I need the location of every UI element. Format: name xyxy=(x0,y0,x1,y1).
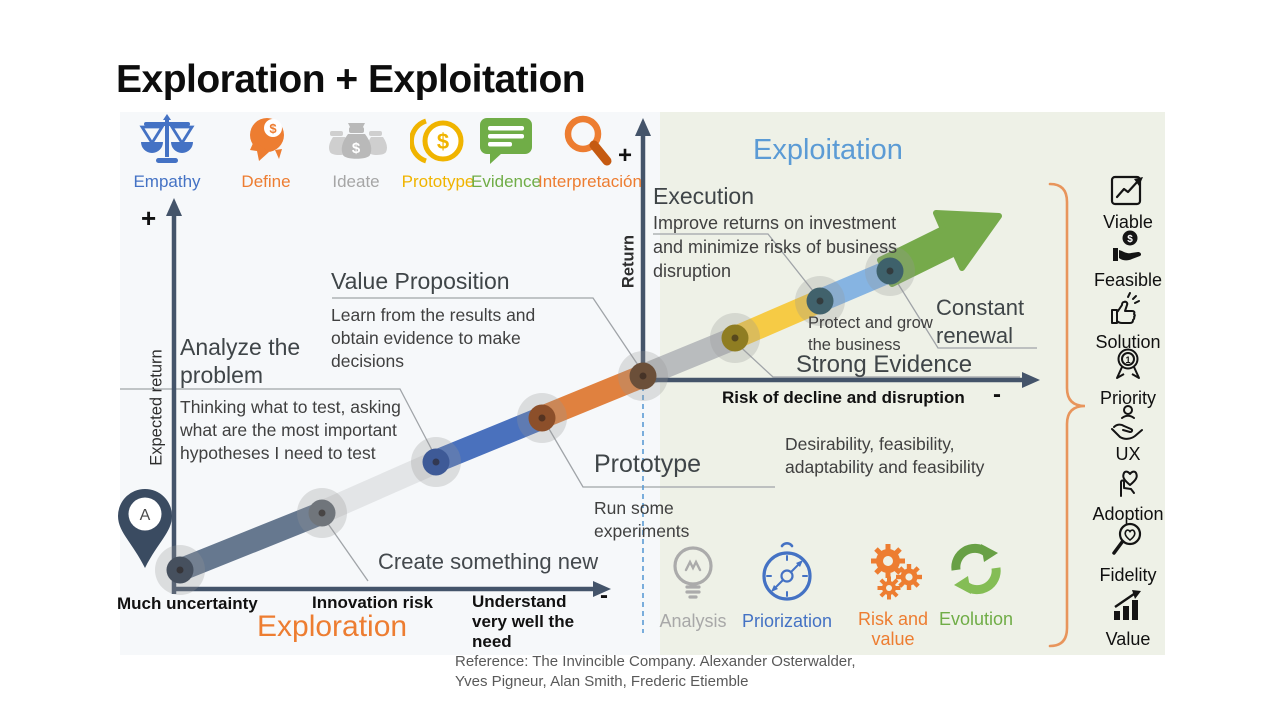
leader-strong-evidence xyxy=(732,339,1020,378)
much-uncertainty-label: Much uncertainty xyxy=(117,594,258,613)
value-proposition-title: Value Proposition xyxy=(331,268,510,294)
expected-return-label: Expected return xyxy=(147,349,166,466)
magnifier-icon xyxy=(538,112,638,170)
cycle-arrows-icon xyxy=(951,543,1001,595)
criterion-feasible: $ Feasible xyxy=(1082,228,1174,291)
prototype-body: Run some experiments xyxy=(594,498,690,542)
risk-decline-label: Risk of decline and disruption xyxy=(722,388,965,407)
axes xyxy=(166,118,1040,597)
svg-text:$: $ xyxy=(269,121,277,136)
stage-label: Define xyxy=(241,172,291,191)
exploration-heading: Exploration xyxy=(257,610,408,643)
criterion-value: Value xyxy=(1082,585,1174,650)
desirability-note: Desirability, feasibility, adaptability … xyxy=(785,434,985,478)
page-title: Exploration + Exploitation xyxy=(116,58,586,101)
milestone-dots xyxy=(166,257,904,584)
risk-axis-minus: - xyxy=(993,381,1001,408)
leader-lines xyxy=(120,233,1037,582)
dollar-coin-icon: $ xyxy=(388,112,488,170)
protect-grow-note: Protect and grow the business xyxy=(808,314,933,354)
constant-renewal-title: Constant renewal xyxy=(936,295,1025,348)
stage-prototype: $ Prototype xyxy=(388,112,488,192)
criterion-ux: UX xyxy=(1082,402,1174,465)
value-proposition-body: Learn from the results and obtain eviden… xyxy=(331,305,536,372)
execution-body: Improve returns on investment and minimi… xyxy=(653,213,898,281)
stage-label: Evidence xyxy=(471,172,541,191)
leader-constant-renewal xyxy=(891,273,1037,349)
execution-title: Execution xyxy=(653,183,755,209)
criterion-priority: 1 Priority xyxy=(1082,346,1174,409)
innovation-risk-label: Innovation risk xyxy=(312,593,433,612)
activity-priorization: Priorization xyxy=(737,538,837,632)
stage-label: Empathy xyxy=(133,172,201,191)
medal-number-one-icon: 1 xyxy=(1116,348,1140,379)
understand-need-label: Understand very well the need xyxy=(472,592,575,651)
exploitation-heading: Exploitation xyxy=(753,134,903,166)
bar-chart-growth-icon xyxy=(1114,590,1141,620)
leader-execution xyxy=(653,233,818,297)
balance-scales-icon xyxy=(117,112,217,170)
activity-analysis: Analysis xyxy=(645,542,741,632)
stage-label: Ideate xyxy=(332,172,380,191)
location-pin: A xyxy=(118,489,172,568)
criterion-viable: Viable xyxy=(1082,170,1174,233)
svg-text:1: 1 xyxy=(1125,355,1130,365)
criterion-fidelity: Fidelity xyxy=(1082,521,1174,586)
activity-evolution: Evolution xyxy=(928,536,1024,630)
expected-return-plus: + xyxy=(141,203,157,233)
constant-renewal-arrow xyxy=(877,210,1002,287)
pin-label: A xyxy=(140,507,151,524)
bottom-axis-minus: - xyxy=(600,582,608,609)
leader-prototype xyxy=(544,421,775,488)
stage-ideate: $ Ideate xyxy=(306,112,406,192)
lightbulb-icon xyxy=(673,546,713,599)
create-something-new-label: Create something new xyxy=(378,549,599,574)
analyze-body: Thinking what to test, asking what are t… xyxy=(180,397,401,464)
coin-in-hand-icon: $ xyxy=(1113,230,1142,261)
compass-icon xyxy=(762,542,812,601)
criterion-adoption: Adoption xyxy=(1082,460,1174,525)
right-column-brace xyxy=(1048,182,1086,648)
exploitation-panel xyxy=(660,112,1165,655)
tap-heart-icon xyxy=(1120,470,1138,497)
stage-label: Interpretación xyxy=(538,172,642,191)
return-axis-plus: + xyxy=(618,142,633,169)
line-chart-icon xyxy=(1110,175,1143,206)
return-axis-label: Return xyxy=(619,234,638,289)
svg-text:$: $ xyxy=(437,129,449,154)
leader-value-proposition xyxy=(332,297,641,369)
person-in-hand-icon xyxy=(1111,405,1143,440)
money-bags-icon: $ xyxy=(306,112,406,170)
head-dollar-icon: $ xyxy=(216,112,316,170)
svg-text:$: $ xyxy=(352,140,361,157)
speech-bubble-icon xyxy=(456,112,556,170)
thumbs-up-icon xyxy=(1111,292,1140,324)
stage-label: Prototype xyxy=(401,172,475,191)
stage-empathy: Empathy xyxy=(117,112,217,192)
prototype-title: Prototype xyxy=(594,450,702,478)
reference-text: Reference: The Invincible Company. Alexa… xyxy=(455,653,856,691)
criterion-solution: Solution xyxy=(1082,290,1174,353)
stage-define: $ Define xyxy=(216,112,316,192)
gears-icon xyxy=(871,544,922,600)
magnifier-heart-icon xyxy=(1112,522,1142,555)
svg-text:$: $ xyxy=(1127,234,1133,245)
stage-evidence: Evidence xyxy=(456,112,556,192)
leader-analyze xyxy=(120,388,434,453)
activity-risk-and-value: Risk and value xyxy=(845,536,941,650)
analyze-title: Analyze the problem xyxy=(180,334,301,389)
stage-interpretacion: Interpretación xyxy=(538,112,642,192)
strong-evidence-title: Strong Evidence xyxy=(796,351,973,378)
leader-innovation-risk xyxy=(323,517,369,582)
